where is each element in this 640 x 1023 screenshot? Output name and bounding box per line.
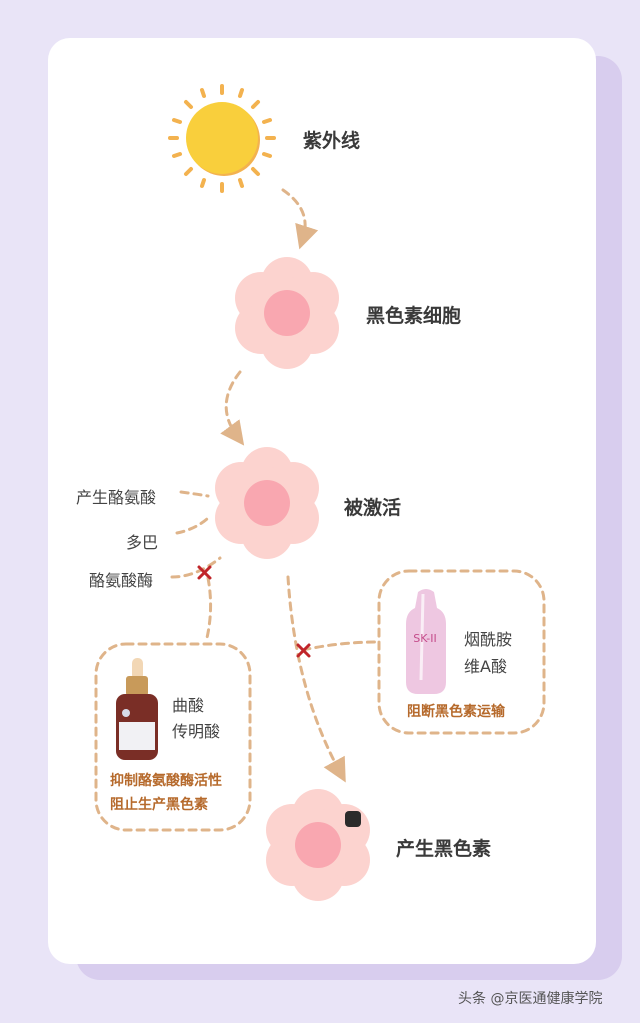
label-tyrosine: 产生酪氨酸	[76, 488, 157, 507]
melanocyte-cell	[235, 257, 339, 369]
right-effect: 阻断黑色素运输	[407, 704, 505, 720]
skii-brand-text: SK-II	[413, 632, 437, 645]
right-ingredient-1: 烟酰胺	[464, 630, 513, 649]
activated-cell	[215, 447, 319, 559]
left-effect-2: 阻止生产黑色素	[110, 797, 208, 813]
connector-tyrosinase	[170, 556, 222, 579]
block-tyrosinase-icon	[197, 565, 212, 580]
label-uv: 紫外线	[303, 130, 361, 152]
label-melanocyte: 黑色素细胞	[366, 305, 462, 327]
arrow-uv-to-cell	[281, 188, 319, 250]
skii-bottle-icon: SK-II	[406, 589, 446, 694]
left-effect-1: 抑制酪氨酸酶活性	[110, 773, 222, 789]
connector-left-block	[204, 576, 213, 644]
label-dopa: 多巴	[126, 533, 159, 552]
melanin-granule	[345, 811, 361, 827]
connector-right-block	[301, 640, 380, 652]
connector-tyrosine	[179, 490, 210, 498]
label-produce-melanin: 产生黑色素	[396, 838, 492, 860]
block-transport-icon	[296, 643, 311, 658]
connector-dopa	[175, 516, 210, 535]
right-ingredient-2: 维A酸	[464, 657, 507, 676]
label-tyrosinase: 酪氨酸酶	[89, 571, 154, 590]
left-product-box	[94, 642, 252, 832]
right-product-box	[377, 569, 546, 735]
left-ingredient-2: 传明酸	[172, 722, 221, 741]
serum-bottle-icon	[116, 658, 158, 760]
footer-watermark: 头条 @京医通健康学院	[458, 991, 603, 1007]
label-activated: 被激活	[344, 497, 402, 519]
sun-icon	[168, 84, 276, 193]
arrow-activated-to-melanin	[286, 575, 346, 783]
left-ingredient-1: 曲酸	[172, 696, 205, 715]
arrow-cell-to-activated	[220, 370, 245, 446]
melanin-cell	[266, 789, 370, 901]
